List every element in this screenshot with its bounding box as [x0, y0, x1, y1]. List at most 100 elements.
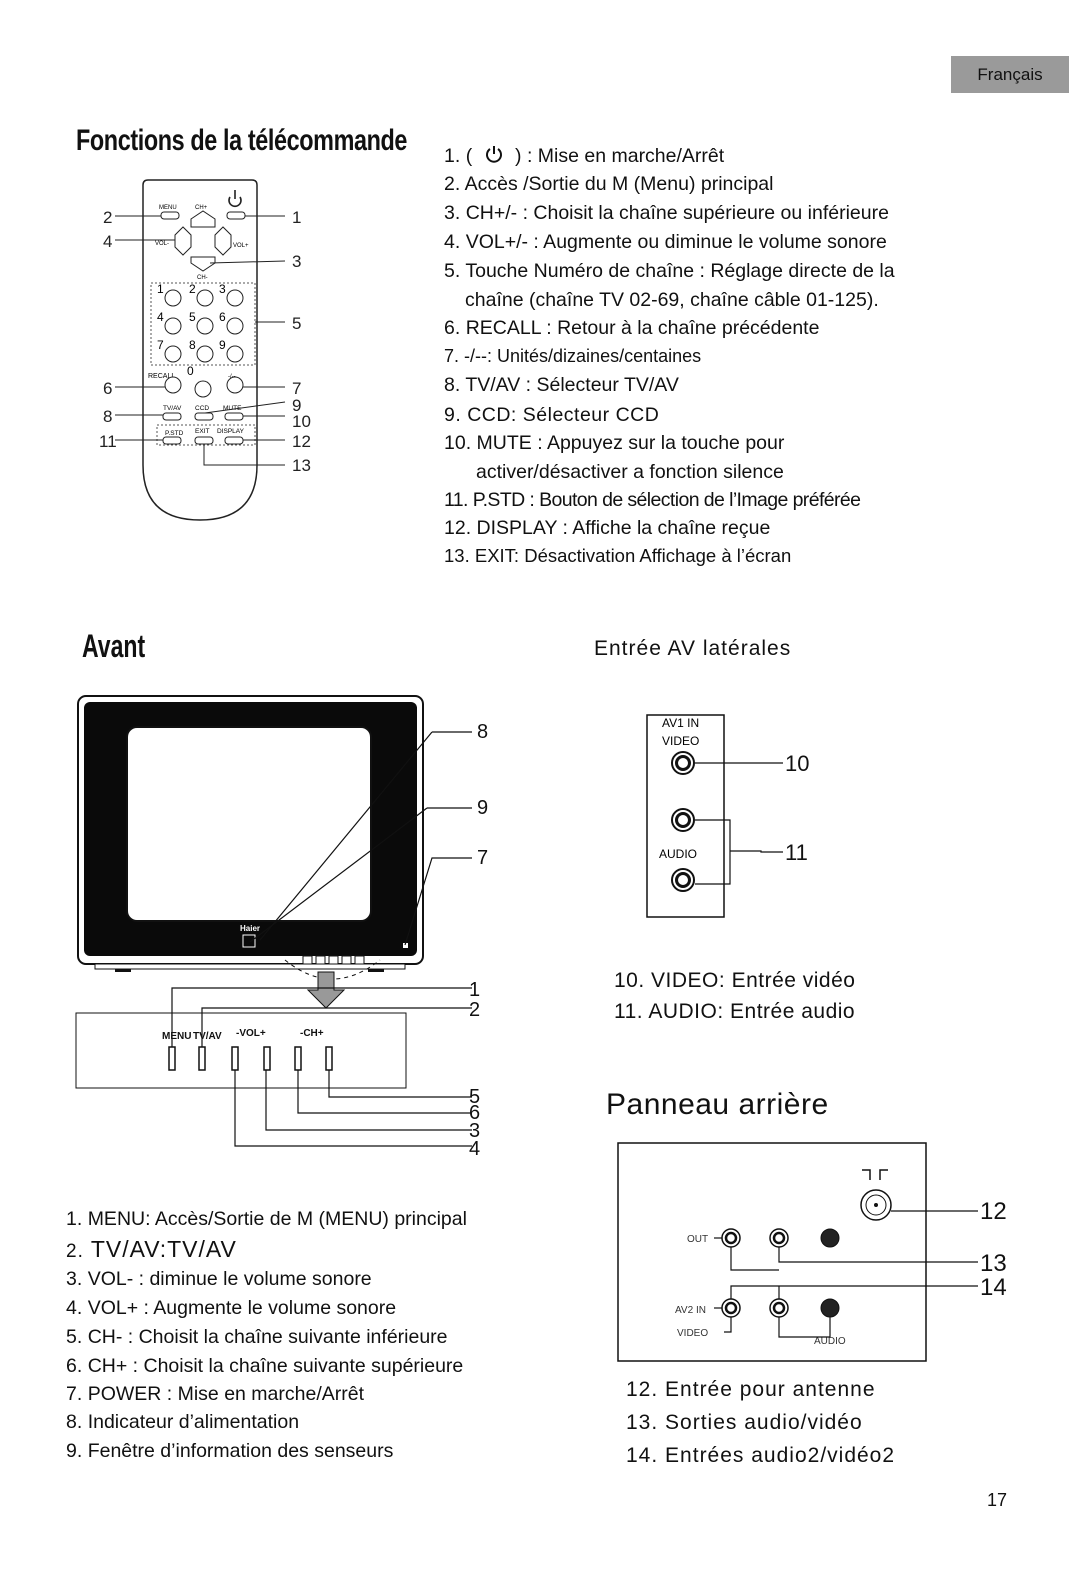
bottom-button-frame	[156, 424, 256, 446]
panel-tvav-button	[198, 1046, 206, 1071]
tv-brand-logo: Haier	[240, 924, 260, 933]
digit-label: 5	[189, 310, 196, 324]
remote-section-title: Fonctions de la télécommande	[76, 124, 408, 157]
digit-button[interactable]	[226, 289, 244, 307]
rear-item-13: 13. Sorties audio/vidéo	[626, 1411, 863, 1434]
remote-callout: 8	[103, 407, 112, 426]
digit-button[interactable]	[196, 317, 214, 335]
digit-label: 2	[189, 282, 196, 296]
rear-panel-diagram: OUT AV2 IN VIDEO AUDIO 12 13 14	[617, 1142, 1007, 1362]
lateral-callout: 10	[785, 751, 809, 776]
remote-callout: 11	[99, 432, 117, 451]
in-jack-audio-left[interactable]	[769, 1298, 789, 1318]
power-symbol-icon	[484, 144, 504, 170]
vol-up-button[interactable]	[214, 226, 232, 256]
video-jack[interactable]	[671, 751, 695, 775]
rear-panel-title: Panneau arrière	[606, 1088, 829, 1121]
lateral-item-11: 11. AUDIO: Entrée audio	[614, 1000, 856, 1023]
digit-label: 7	[157, 338, 164, 352]
tv-side-buttons[interactable]	[302, 955, 365, 965]
remote-item-10-cont: activer/désactiver a fonction silence	[476, 461, 784, 483]
digit-0-button[interactable]	[194, 380, 212, 398]
front-section-title: Avant	[82, 628, 146, 664]
tv-front-diagram: Haier MENU TV/AV -VOL+ -CH+	[75, 695, 488, 1160]
power-button[interactable]	[226, 211, 246, 220]
remote-item-4: 4. VOL+/- : Augmente ou diminue le volum…	[444, 231, 887, 253]
digit-label: 4	[157, 310, 164, 324]
digit-label: 0	[187, 364, 194, 378]
menu-button[interactable]	[160, 211, 180, 220]
digit-button[interactable]	[164, 345, 182, 363]
front-callout: 8	[477, 721, 488, 743]
remote-item-13: 13. EXIT: Désactivation Affichage à l’éc…	[444, 545, 792, 566]
digit-button[interactable]	[164, 317, 182, 335]
panel-vol-down-button	[231, 1046, 239, 1071]
out-label: OUT	[687, 1234, 708, 1245]
digit-button[interactable]	[226, 345, 244, 363]
remote-item-7: 7. -/--: Unités/dizaines/centaines	[444, 346, 702, 366]
ccd-button[interactable]	[194, 412, 214, 421]
front-callout: 9	[477, 797, 488, 819]
btn-label-volup: VOL+	[233, 243, 249, 249]
tvav-button[interactable]	[162, 412, 182, 421]
mute-button[interactable]	[224, 412, 244, 421]
tv-power-button[interactable]	[242, 934, 256, 948]
digit-button[interactable]	[196, 289, 214, 307]
side-av-panel-diagram: AV1 IN VIDEO AUDIO 10 11	[646, 714, 809, 918]
page-number: 17	[987, 1490, 1008, 1510]
power-icon	[228, 190, 242, 208]
front-callouts: 8 9 7 1 2 5 6 3 4	[469, 721, 488, 1160]
ch-down-button[interactable]	[190, 256, 216, 272]
pstd-button[interactable]	[162, 436, 182, 445]
remote-callout: 6	[103, 379, 112, 398]
panel-labels: MENU TV/AV -VOL+ -CH+	[162, 1028, 324, 1042]
digit-button[interactable]	[196, 345, 214, 363]
front-item-6: 6. CH+ : Choisit la chaîne suivante supé…	[66, 1355, 464, 1377]
btn-label-voldown: VOL-	[155, 241, 169, 247]
rear-callouts: 12 13 14	[980, 1198, 1007, 1301]
remote-item-1: 1. ( ) : Mise en marche/Arrêt	[444, 144, 724, 170]
recall-button[interactable]	[164, 376, 182, 394]
remote-item-9: 9. CCD: Sélecteur CCD	[444, 404, 660, 426]
in-jack-video[interactable]	[721, 1298, 741, 1318]
dash-button[interactable]	[226, 376, 244, 394]
in-jack-audio-right[interactable]	[820, 1298, 840, 1318]
ch-up-button[interactable]	[190, 210, 216, 228]
vol-down-button[interactable]	[174, 226, 192, 256]
lateral-leader-lines	[695, 762, 783, 885]
rear-item-12: 12. Entrée pour antenne	[626, 1378, 876, 1401]
front-item-1: 1. MENU: Accès/Sortie de M (MENU) princi…	[66, 1208, 467, 1230]
out-jack-audio-left[interactable]	[769, 1228, 789, 1248]
digit-button[interactable]	[226, 317, 244, 335]
audio-label: AUDIO	[814, 1336, 846, 1347]
remote-callout: 9	[292, 396, 301, 415]
remote-item-12: 12. DISPLAY : Affiche la chaîne reçue	[444, 517, 771, 539]
panel-label-menu: MENU	[162, 1031, 191, 1042]
lateral-item-10: 10. VIDEO: Entrée vidéo	[614, 969, 856, 992]
front-item-9: 9. Fenêtre d’information des senseurs	[66, 1440, 394, 1462]
front-callout: 3	[469, 1120, 480, 1142]
front-callout: 7	[477, 847, 488, 869]
front-callout: 4	[469, 1138, 480, 1160]
front-callout: 1	[469, 979, 480, 1001]
antenna-symbol-icon	[862, 1169, 888, 1180]
rear-callout: 12	[980, 1198, 1007, 1225]
btn-label-chminus: CH-	[197, 275, 208, 281]
remote-callout: 12	[292, 432, 311, 451]
front-item-7: 7. POWER : Mise en marche/Arrêt	[66, 1383, 365, 1405]
exit-button[interactable]	[194, 436, 214, 445]
display-button[interactable]	[224, 436, 244, 445]
digit-button[interactable]	[164, 289, 182, 307]
antenna-jack[interactable]	[860, 1189, 892, 1221]
audio-jack-right[interactable]	[671, 868, 695, 892]
front-item-2: 2. TV/AV:TV/AV	[66, 1236, 237, 1262]
rear-leader-lines	[714, 1237, 978, 1338]
front-leader-lines	[171, 731, 472, 1147]
panel-menu-button	[168, 1046, 176, 1071]
audio-jack-left[interactable]	[671, 808, 695, 832]
remote-callout: 3	[292, 252, 301, 271]
out-jack-audio-right[interactable]	[820, 1228, 840, 1248]
out-jack-video[interactable]	[721, 1228, 741, 1248]
